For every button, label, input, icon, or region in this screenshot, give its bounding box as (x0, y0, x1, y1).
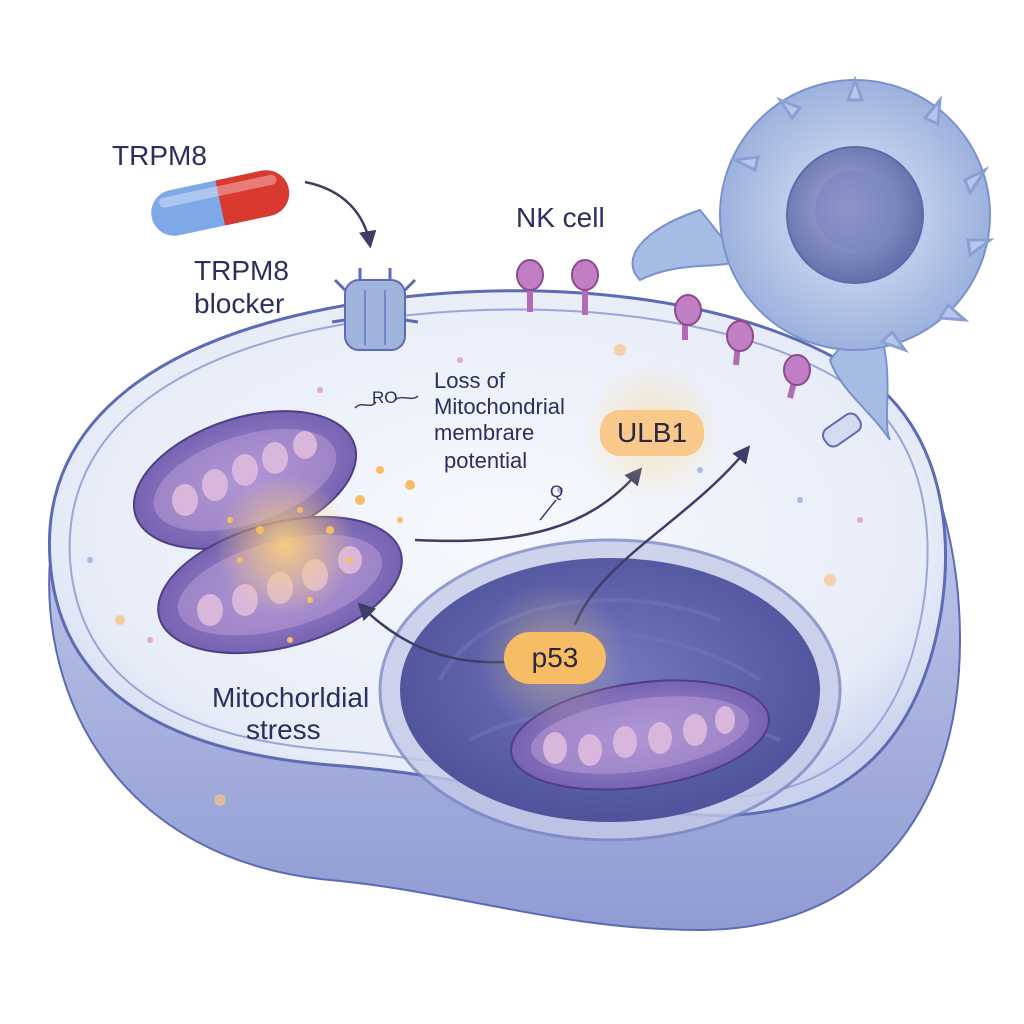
ros-particles (215, 466, 415, 643)
ligand-receptor-icon (516, 259, 862, 448)
nk-cell-icon (631, 75, 995, 441)
ros-glyph-2: Q (550, 482, 564, 501)
ros-squiggle (354, 395, 419, 409)
loss-label-line1: Loss of (434, 368, 505, 393)
ros-glyph: RO (372, 388, 398, 407)
p53-badge: p53 (504, 632, 606, 684)
ulb1-badge: ULB1 (600, 410, 704, 456)
blocker-label-line1: TRPM8 (194, 255, 289, 286)
loss-label-line4: potential (444, 448, 528, 473)
stress-label-line1: Mitochorldial (212, 682, 370, 713)
squiggle-near-arrow (539, 499, 557, 521)
blocker-label-line2: blocker (194, 288, 285, 319)
capsule-icon (151, 170, 290, 236)
trpm8-channel-icon (331, 268, 419, 351)
arrow-drug-to-channel (304, 180, 377, 249)
loss-label-line3: membrare (434, 420, 535, 445)
drug-label: TRPM8 (112, 140, 207, 171)
nk-cell-label: NK cell (516, 202, 605, 233)
loss-label-line2: Mitochondrial (434, 394, 565, 419)
stress-label-line2: stress (246, 714, 321, 745)
